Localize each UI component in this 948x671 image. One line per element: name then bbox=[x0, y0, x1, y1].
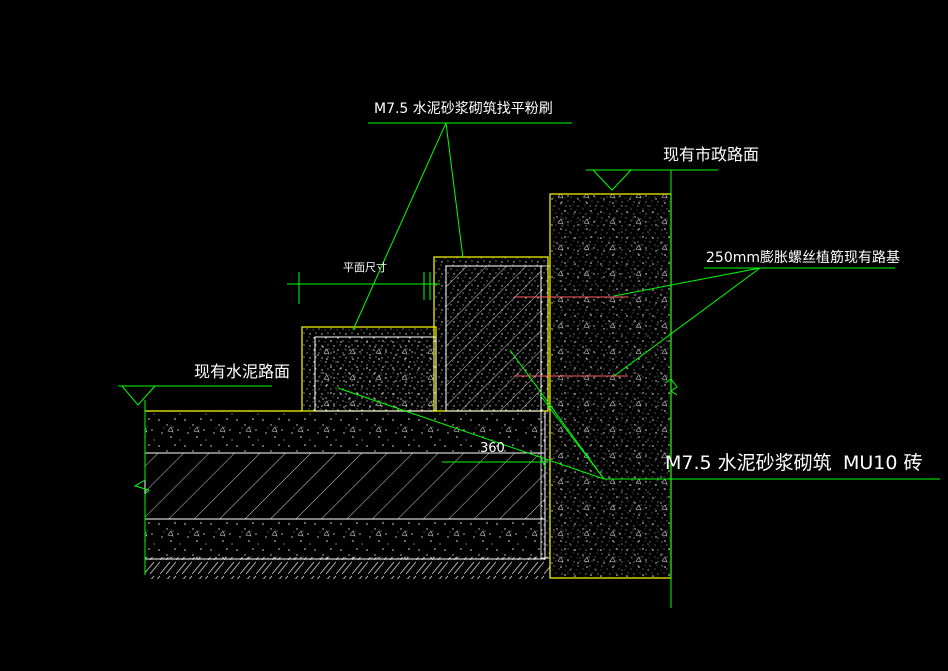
leader-line bbox=[445, 122, 464, 259]
mortar-brick-label-prefix: M7.5 水泥砂浆砌筑 bbox=[665, 452, 832, 474]
leader-line bbox=[509, 349, 605, 480]
bolt-anchor-label: 250mm膨胀螺丝植筋现有路基 bbox=[706, 249, 900, 266]
wall-plaster-strip bbox=[540, 265, 551, 559]
plan-size-label: 平面尺寸 bbox=[343, 260, 387, 274]
small-block-core bbox=[314, 336, 437, 412]
earth-fill bbox=[145, 557, 550, 579]
brick-wall-core bbox=[445, 265, 542, 412]
break-line-icon bbox=[133, 400, 150, 575]
break-line-icon bbox=[664, 378, 678, 396]
sub-base-layer bbox=[144, 518, 546, 560]
leader-line bbox=[352, 122, 447, 331]
leader-line bbox=[613, 267, 761, 297]
mortar-brick-label-suffix: MU10 砖 bbox=[843, 452, 923, 474]
leader-line bbox=[337, 387, 605, 480]
triangle-level-icon bbox=[118, 385, 272, 406]
leader-line bbox=[539, 394, 605, 480]
mortar-plaster-label: M7.5 水泥砂浆砌筑找平粉刷 bbox=[374, 101, 553, 117]
triangle-level-icon bbox=[586, 169, 718, 191]
existing-cement-road-label: 现有水泥路面 bbox=[194, 362, 290, 381]
existing-cement-slab bbox=[144, 410, 546, 454]
existing-municipal-road-label: 现有市政路面 bbox=[663, 145, 759, 164]
dimension-360-label: 360 bbox=[480, 441, 505, 456]
municipal-road-speckle bbox=[551, 195, 670, 577]
leader-line bbox=[613, 267, 761, 377]
dimension-tick bbox=[539, 455, 547, 469]
base-layer bbox=[144, 452, 546, 520]
